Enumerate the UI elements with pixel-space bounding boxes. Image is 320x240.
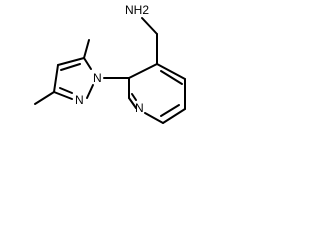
pyridine-bond-n-c2-inner (131, 93, 137, 101)
methyl-bond-c5 (83, 39, 90, 59)
pyridine-bond-c3-c4-inner (160, 70, 183, 85)
methyl-bond-c3 (34, 91, 55, 105)
pyrazole-bond-c5-c4-inner (60, 63, 81, 71)
pyrazole-bond-n2-n1 (86, 84, 94, 99)
pyrazole-bond-n1-c5 (83, 57, 92, 70)
pyrazole-bond-c3-n2 (53, 91, 73, 100)
pyrazole-bond-c3-n2-inner (59, 87, 73, 94)
pyrazole-bond-c5-c4 (57, 57, 85, 66)
aminomethyl-group (141, 17, 158, 65)
pyrazole-n1-label: N (93, 71, 102, 85)
pyridine-bond-c6-n (144, 112, 164, 124)
bond-ch2-nh2 (141, 17, 158, 35)
pyridine-bond-c2-c3 (128, 63, 158, 79)
pyrazole-bond-c4-c3 (53, 64, 59, 93)
chemical-structure-diagram: NH2 N N N (34, 3, 186, 124)
methyl-substituents (34, 39, 90, 105)
pyrazole-ring (53, 57, 94, 100)
pyridine-n-label: N (135, 101, 144, 115)
pyridine-bond-c5-c6 (162, 108, 186, 124)
pyridine-bond-c5-c6-inner (160, 104, 180, 117)
amine-label: NH2 (125, 3, 149, 17)
pyridine-bond-c3-c4 (156, 63, 186, 80)
pyrazole-n2-label: N (75, 93, 84, 107)
pyridine-bond-n-c2 (128, 97, 137, 109)
pyridine-ring (128, 63, 186, 124)
